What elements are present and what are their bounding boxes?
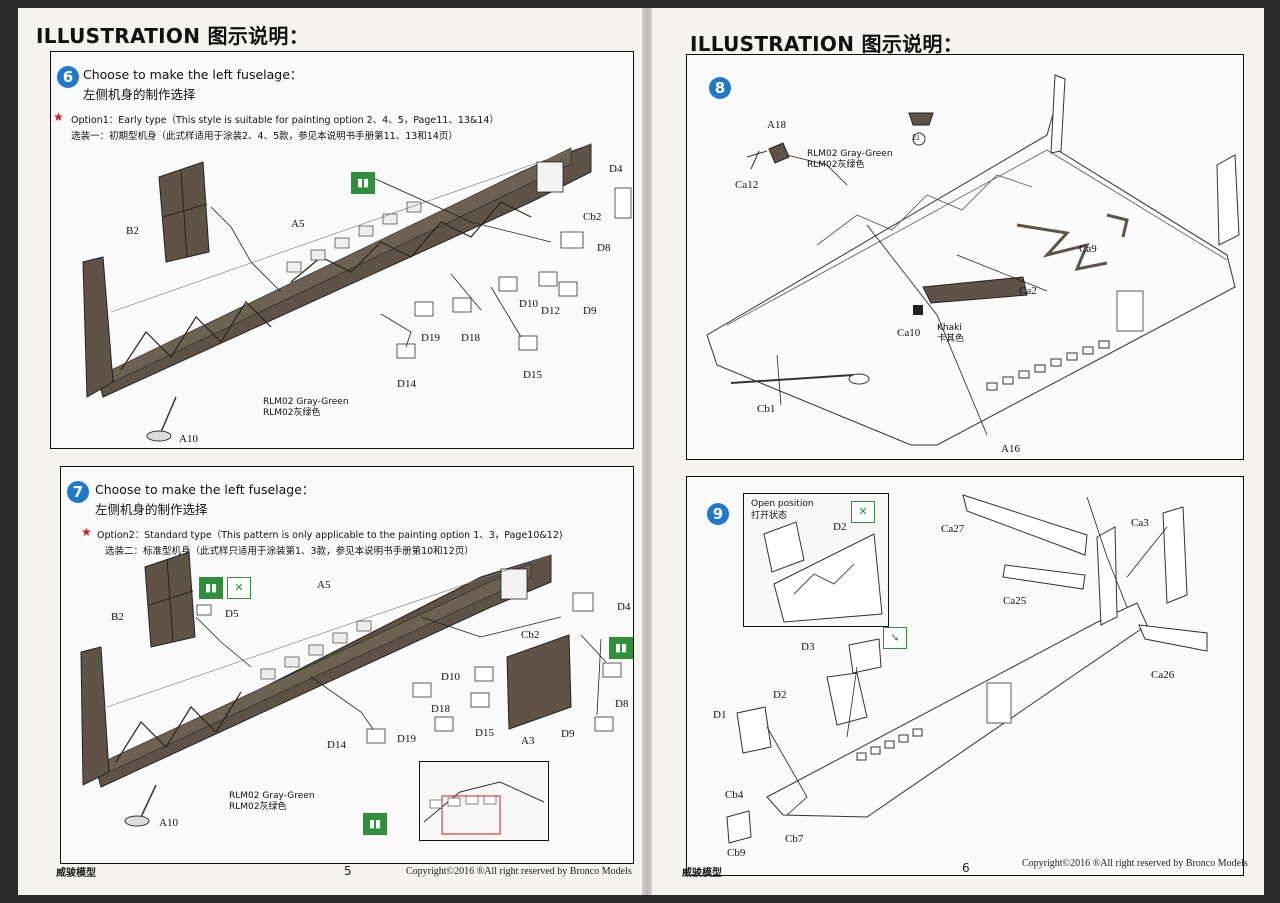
part-label-ca10: Ca10 (897, 327, 921, 339)
part-label-ca2: Ca2 (1019, 285, 1037, 297)
check-icon: ➘ (883, 627, 907, 649)
part-label-d14: D14 (397, 378, 416, 390)
glue-icon: ▮▮ (199, 577, 223, 599)
part-label-d1: D1 (713, 709, 727, 721)
part-label-d14: D14 (327, 739, 346, 751)
step-6-option-en: Option1：Early type（This style is suitabl… (71, 115, 499, 126)
left-page: ILLUSTRATION 图示说明： 6 Choose to make the … (18, 8, 642, 895)
step-7-option-cn: 选装二：标准型机身（此式样只适用于涂装第1、3款，参见本说明书手册第10和12页… (105, 546, 474, 557)
part-label-cb7: Cb7 (785, 833, 804, 845)
khaki-label-cn: 卡其色 (937, 334, 965, 344)
step-6-title-en: Choose to make the left fuselage： (83, 67, 303, 82)
part-label-ca27: Ca27 (941, 523, 965, 535)
part-label-ca12: Ca12 (735, 179, 759, 191)
part-label-d8: D8 (615, 698, 629, 710)
part-label-a16: A16 (1001, 443, 1020, 455)
part-label-a5: A5 (291, 218, 305, 230)
page-number: 6 (962, 861, 970, 875)
part-label-a5: A5 (317, 579, 331, 591)
part-label-d8: D8 (597, 242, 611, 254)
step-number-6: 6 (57, 66, 79, 88)
page-number: 5 (344, 864, 352, 878)
part-label-d19: D19 (397, 733, 416, 745)
open-position-cn: 打开状态 (751, 511, 788, 521)
page-header: ILLUSTRATION 图示说明： (36, 24, 310, 48)
color-label-en: RLM02 Gray-Green (807, 149, 893, 159)
part-label-b2: B2 (111, 611, 124, 623)
part-label-d18: D18 (431, 703, 450, 715)
star-icon: ★ (53, 110, 64, 124)
part-label-a10: A10 (159, 817, 178, 829)
step-6-option-cn: 选装一：初期型机身（此式样适用于涂装2、4、5款，参见本说明书手册第11、13和… (71, 131, 458, 142)
part-label-ca9: Ca9 (1079, 243, 1097, 255)
part-label-d3: D3 (801, 641, 815, 653)
step-7-title-cn: 左侧机身的制作选择 (95, 502, 208, 517)
part-label-d9: D9 (583, 305, 597, 317)
part-label-ca26: Ca26 (1151, 669, 1175, 681)
step-7-option-en: Option2：Standard type（This pattern is on… (97, 530, 563, 541)
step-number-7: 7 (67, 481, 89, 503)
part-label-d18: D18 (461, 332, 480, 344)
color-label-en: RLM02 Gray-Green (263, 397, 349, 407)
footer-brand: 威骏模型 (56, 868, 96, 879)
open-position-inset (743, 493, 889, 627)
footer-copyright: Copyright©2016 ®All right reserved by Br… (406, 866, 632, 877)
part-label-a10: A10 (179, 433, 198, 445)
glue-icon: ▮▮ (351, 172, 375, 194)
cement-icon: ✕ (851, 501, 875, 523)
color-label-cn: RLM02灰绿色 (807, 160, 865, 170)
part-label-d4: D4 (617, 601, 631, 613)
book-gutter (640, 8, 654, 895)
step-6-title-cn: 左侧机身的制作选择 (83, 87, 196, 102)
part-label-b2: B2 (126, 225, 139, 237)
part-label-ca3: Ca3 (1131, 517, 1149, 529)
part-label-d4: D4 (609, 163, 623, 175)
footer-brand: 威骏模型 (682, 868, 722, 879)
step-9-panel: 9 Open position 打开状态 ✕ ➘ (686, 476, 1244, 876)
part-label-cb9: Cb9 (727, 847, 746, 859)
open-position-en: Open position (751, 499, 814, 509)
star-icon: ★ (81, 525, 92, 539)
part-label-d9: D9 (561, 728, 575, 740)
part-label-ca25: Ca25 (1003, 595, 1027, 607)
part-label-cb2: Cb2 (583, 211, 602, 223)
glue-icon: ▮▮ (363, 813, 387, 835)
part-label-cb4: Cb4 (725, 789, 744, 801)
step-6-panel: 6 Choose to make the left fuselage： 左侧机身… (50, 51, 634, 449)
step-7-fuselage-drawing (80, 551, 622, 827)
part-label-d15: D15 (475, 727, 494, 739)
part-label-cb2: Cb2 (521, 629, 540, 641)
step-6-fuselage-drawing (82, 143, 632, 442)
part-label-d2b: D2 (773, 689, 787, 701)
part-label-cb1: Cb1 (757, 403, 776, 415)
part-label-d2: D2 (833, 521, 847, 533)
part-label-d19: D19 (421, 332, 440, 344)
step-7-panel: 7 Choose to make the left fuselage： 左侧机身… (60, 466, 634, 864)
right-page: ILLUSTRATION 图示说明： 8 (652, 8, 1264, 895)
color-label-en: RLM02 Gray-Green (229, 791, 315, 801)
part-label-a18: A18 (767, 119, 786, 131)
glue-icon: ▮▮ (609, 637, 633, 659)
step-8-panel: 8 (686, 54, 1244, 460)
part-label-a3: A3 (521, 735, 535, 747)
step-number-9: 9 (707, 503, 729, 525)
color-label-cn: RLM02灰绿色 (263, 408, 321, 418)
step-8-fuselage-drawing (706, 74, 1240, 446)
step-number-8: 8 (709, 77, 731, 99)
color-label-cn: RLM02灰绿色 (229, 802, 287, 812)
part-label-d15: D15 (523, 369, 542, 381)
part-label-d12: D12 (541, 305, 560, 317)
step-9-fuselage-drawing (726, 494, 1208, 844)
footer-copyright: Copyright©2016 ®All right reserved by Br… (1022, 858, 1248, 869)
step-7-title-en: Choose to make the left fuselage： (95, 482, 315, 497)
part-label-d5: D5 (225, 608, 239, 620)
part-label-d10: D10 (441, 671, 460, 683)
page-header: ILLUSTRATION 图示说明： (690, 32, 964, 56)
marker-number: 21 (912, 133, 920, 142)
cement-icon: ✕ (227, 577, 251, 599)
khaki-label-en: Khaki (937, 323, 962, 333)
detail-inset (419, 761, 549, 841)
part-label-d10: D10 (519, 298, 538, 310)
